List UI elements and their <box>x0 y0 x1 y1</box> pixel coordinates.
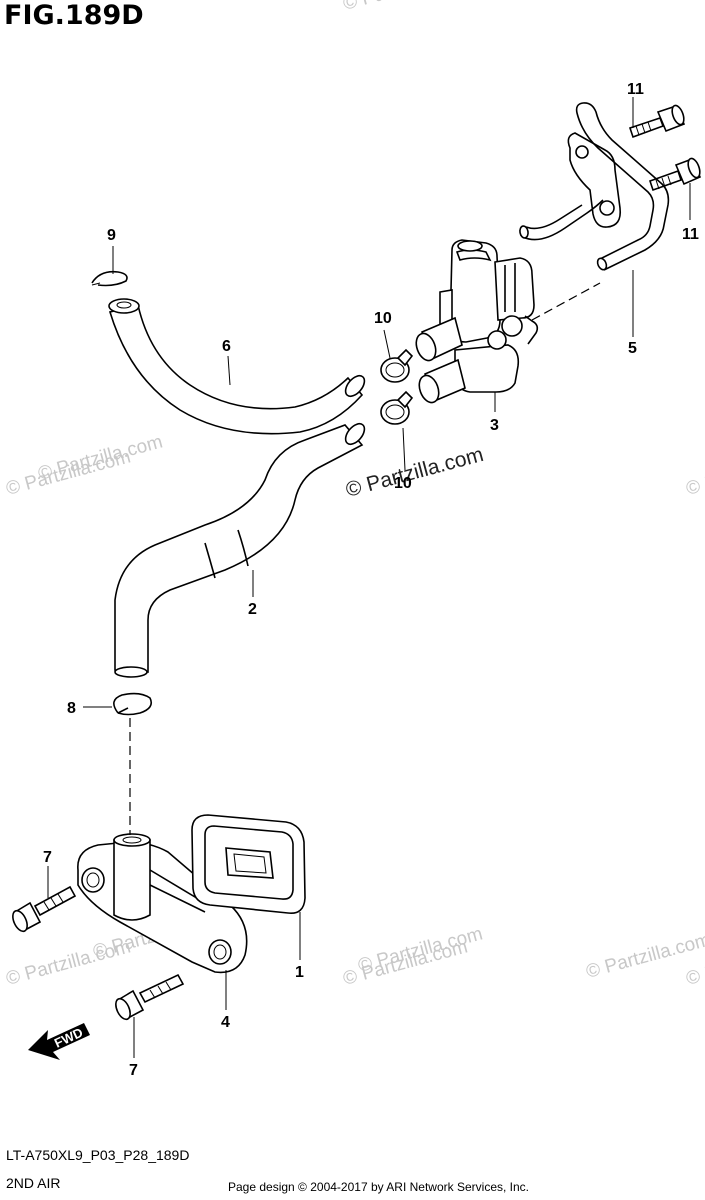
watermark-text: © Partzilla.com <box>684 446 705 499</box>
callout-1[interactable]: 1 <box>295 964 304 981</box>
callout-3[interactable]: 3 <box>490 417 499 434</box>
callout-5[interactable]: 5 <box>628 340 637 357</box>
part-3-air-valve[interactable] <box>413 239 539 405</box>
part-7-bolt-lower[interactable] <box>113 973 185 1022</box>
fwd-label: FWD <box>52 1025 85 1051</box>
part-5-pipe[interactable] <box>519 102 670 271</box>
callout-11-lower[interactable]: 11 <box>682 226 699 243</box>
part-10-clamp-lower[interactable] <box>380 390 414 425</box>
callout-8[interactable]: 8 <box>67 700 76 717</box>
callout-10-lower[interactable]: 10 <box>394 475 412 492</box>
figure-code: LT-A750XL9_P03_P28_189D <box>6 1147 190 1163</box>
callout-4[interactable]: 4 <box>221 1014 230 1031</box>
callout-6[interactable]: 6 <box>222 338 231 355</box>
part-1-gasket[interactable] <box>191 814 306 915</box>
part-10-clamp-upper[interactable] <box>380 348 414 383</box>
part-6-hose[interactable] <box>108 298 368 435</box>
assembly-dashed-lines <box>129 282 601 835</box>
callout-7-lower[interactable]: 7 <box>129 1062 138 1079</box>
part-11-bolt-upper[interactable] <box>628 104 686 139</box>
callout-2[interactable]: 2 <box>248 601 257 618</box>
callout-11-upper[interactable]: 11 <box>627 81 644 98</box>
part-2-hose[interactable] <box>114 420 368 678</box>
callout-9[interactable]: 9 <box>107 227 116 244</box>
figure-title: FIG.189D <box>4 0 144 31</box>
callout-10-upper[interactable]: 10 <box>374 310 392 327</box>
figure-subtitle: 2ND AIR <box>6 1175 61 1191</box>
part-8-ring[interactable] <box>113 692 153 716</box>
part-7-bolt-upper[interactable] <box>10 885 77 934</box>
callout-labels: 11 11 9 6 10 10 3 5 2 8 7 1 4 7 <box>43 81 699 1079</box>
part-11-bolt-lower[interactable] <box>648 157 702 192</box>
callout-7-upper[interactable]: 7 <box>43 849 52 866</box>
copyright-notice: Page design © 2004-2017 by ARI Network S… <box>228 1180 530 1194</box>
watermark-text: © Partzilla.com <box>36 431 165 484</box>
part-9-clip[interactable] <box>91 270 128 287</box>
watermark-text: © Partzilla.com <box>341 0 470 15</box>
leader-lines <box>47 97 691 1058</box>
watermark-overlay: © Partzilla.com <box>343 443 486 502</box>
part-4-pipe-flange[interactable] <box>77 833 248 974</box>
fwd-arrow-icon: FWD <box>28 1023 90 1060</box>
